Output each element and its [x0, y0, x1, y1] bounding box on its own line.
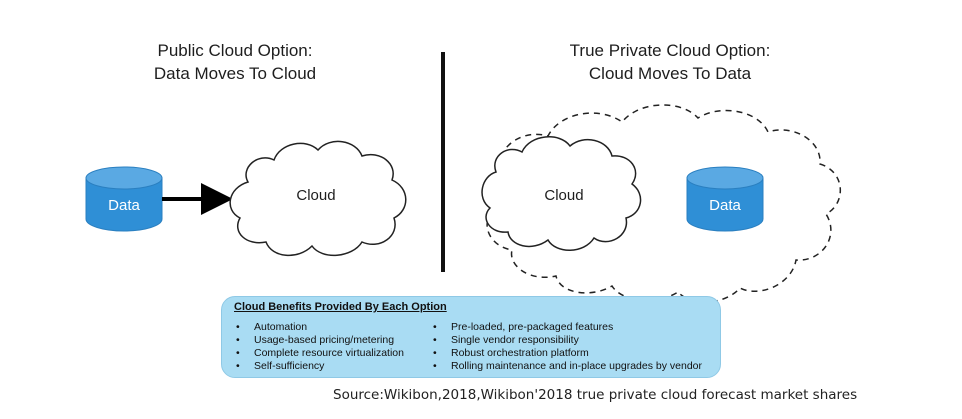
private-cloud-heading: True Private Cloud Option: Cloud Moves T…: [540, 39, 800, 85]
list-item: Rolling maintenance and in-place upgrade…: [429, 360, 702, 373]
right-cloud-label: Cloud: [544, 187, 584, 204]
right-data-label: Data: [709, 197, 741, 214]
public-cloud-title-line1: Public Cloud Option:: [157, 41, 313, 60]
list-item: Self-sufficiency: [232, 360, 404, 373]
left-database-icon: [85, 166, 163, 232]
private-cloud-title-line2: Cloud Moves To Data: [588, 64, 752, 83]
public-cloud-icon: [229, 140, 407, 257]
left-data-label: Data: [108, 197, 140, 214]
benefits-box: Cloud Benefits Provided By Each Option A…: [221, 296, 721, 378]
list-item: Complete resource virtualization: [232, 347, 404, 360]
private-cloud-icon: [481, 136, 642, 251]
benefits-title: Cloud Benefits Provided By Each Option: [234, 301, 447, 313]
public-cloud-heading: Public Cloud Option: Data Moves To Cloud: [120, 39, 350, 85]
list-item: Usage-based pricing/metering: [232, 334, 404, 347]
right-database-icon: [686, 166, 764, 232]
source-caption: Source:Wikibon,2018,Wikibon'2018 true pr…: [333, 387, 858, 403]
list-item: Pre-loaded, pre-packaged features: [429, 321, 702, 334]
public-benefits-list: Automation Usage-based pricing/metering …: [232, 321, 404, 373]
left-cloud-label: Cloud: [296, 187, 336, 204]
list-item: Single vendor responsibility: [429, 334, 702, 347]
public-cloud-title-line2: Data Moves To Cloud: [153, 64, 317, 83]
list-item: Robust orchestration platform: [429, 347, 702, 360]
private-cloud-title-line1: True Private Cloud Option:: [569, 41, 771, 60]
list-item: Automation: [232, 321, 404, 334]
private-benefits-list: Pre-loaded, pre-packaged features Single…: [429, 321, 702, 373]
